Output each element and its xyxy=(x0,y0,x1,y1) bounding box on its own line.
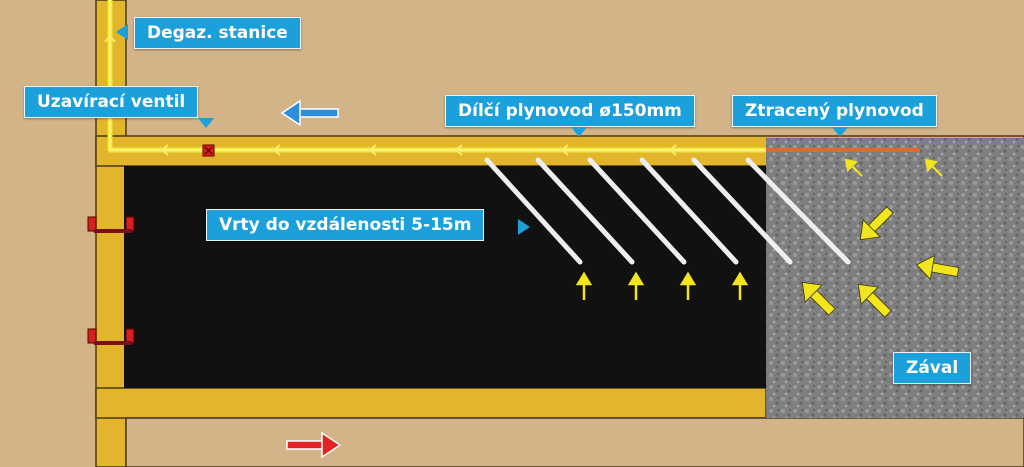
arrow-icon xyxy=(857,283,892,318)
label-goaf: Zával xyxy=(893,352,972,384)
borehole xyxy=(639,157,739,265)
label-pointer xyxy=(571,127,587,137)
label-pointer xyxy=(198,118,214,128)
flow-chevron xyxy=(368,144,377,156)
arrow-icon xyxy=(801,281,836,316)
label-boreholes: Vrty do vzdálenosti 5-15m xyxy=(206,209,485,241)
arrow-up-icon xyxy=(575,271,593,300)
label-shutoff-valve: Uzavírací ventil xyxy=(24,86,199,118)
arrow-left-icon xyxy=(280,99,339,127)
valve-icon xyxy=(202,144,215,157)
arrow-icon xyxy=(915,254,960,281)
goaf-gas-arrows xyxy=(801,158,960,318)
air-door-icon xyxy=(87,216,135,233)
label-pointer xyxy=(518,219,530,235)
arrow-up-icon xyxy=(731,271,749,300)
flow-chevron xyxy=(668,144,677,156)
pipeline-flow-chevrons xyxy=(104,34,677,156)
flow-chevron xyxy=(560,144,569,156)
flow-chevron xyxy=(272,144,281,156)
flow-chevron xyxy=(104,34,116,43)
arrow-icon xyxy=(859,206,894,241)
label-pointer xyxy=(116,24,128,40)
label-branch-pipeline: Dílčí plynovod ø150mm xyxy=(445,95,695,127)
label-degas-station: Degaz. stanice xyxy=(134,17,301,49)
air-doors xyxy=(87,216,135,345)
bottom-drift xyxy=(125,417,1024,467)
arrow-icon xyxy=(844,158,863,177)
arrow-right-icon xyxy=(286,431,342,459)
coal-seam xyxy=(124,166,768,388)
borehole xyxy=(745,157,851,265)
arrow-up-icon xyxy=(627,271,645,300)
flow-chevron xyxy=(160,144,169,156)
gas-pipeline xyxy=(107,0,766,153)
borehole xyxy=(587,157,687,265)
arrow-icon xyxy=(924,158,943,177)
flow-chevron xyxy=(454,144,463,156)
gas-inflow-arrows xyxy=(575,271,749,300)
boreholes xyxy=(484,157,851,265)
borehole xyxy=(691,157,793,265)
arrow-up-icon xyxy=(679,271,697,300)
label-lost-pipeline: Ztracený plynovod xyxy=(732,95,937,127)
bottom-roadway xyxy=(95,387,767,419)
borehole xyxy=(484,157,583,265)
label-pointer xyxy=(832,127,848,137)
borehole xyxy=(535,157,635,265)
air-door-icon xyxy=(87,328,135,345)
